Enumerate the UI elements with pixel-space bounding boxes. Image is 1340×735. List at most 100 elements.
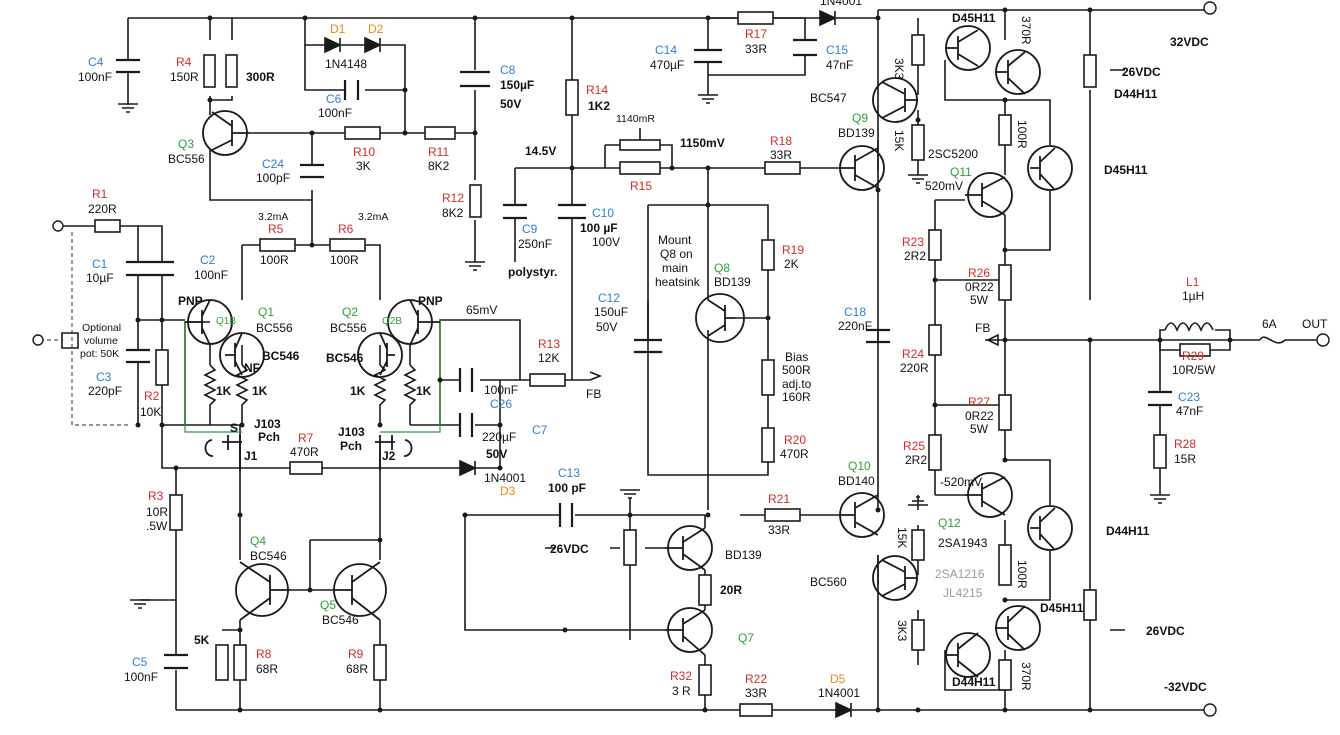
label-Q11v: 520mV <box>925 179 963 193</box>
resistor-R370b <box>998 659 1012 691</box>
label-PNPa: PNP <box>178 294 203 308</box>
label-Q12: Q12 <box>938 516 961 530</box>
label-R2v: 10K <box>140 405 161 419</box>
resistor-bias <box>761 359 775 396</box>
label-Q1B: Q1B <box>216 316 236 327</box>
label-Pcha: Pch <box>258 430 280 444</box>
label-R15Ktop: 15K <box>892 130 906 151</box>
label-C5v: 100nF <box>124 670 158 684</box>
label-C13v: 100 pF <box>548 481 586 495</box>
label-R23: R23 <box>902 235 924 249</box>
resistor-R32 <box>698 664 712 696</box>
label-vm520: -520mV <box>940 475 982 489</box>
label-R26: R26 <box>968 266 990 280</box>
label-Q1v: BC556 <box>256 321 293 335</box>
terminals <box>32 1 1330 717</box>
label-R13: R13 <box>538 337 560 351</box>
label-C24v: 100pF <box>256 171 290 185</box>
label-R3v1: 10R <box>146 505 168 519</box>
label-R8: R8 <box>256 647 272 661</box>
label-mount4: heatsink <box>655 275 701 289</box>
label-R29v: 10R/5W <box>1172 363 1216 377</box>
label-R27v2: 5W <box>970 422 989 436</box>
resistor-R24 <box>928 324 942 356</box>
label-R19: R19 <box>782 243 804 257</box>
label-C2: C2 <box>200 253 216 267</box>
label-R13v: 12K <box>538 351 559 365</box>
resistor-R8 <box>233 644 247 681</box>
label-optional3: pot: 50K <box>80 348 119 360</box>
resistor-R370a <box>1083 54 1097 88</box>
label-v26a: 26VDC <box>1122 65 1161 79</box>
label-C6v: 100nF <box>318 106 352 120</box>
resistor-R28 <box>1153 434 1167 469</box>
label-R17v: 33R <box>745 42 767 56</box>
label-R24v: 220R <box>900 361 929 375</box>
resistor-R1 <box>94 219 121 233</box>
label-i32a: 3.2mA <box>258 211 288 223</box>
label-C14v: 470µF <box>650 58 684 72</box>
diodes <box>324 9 853 719</box>
label-R1v: 220R <box>88 202 117 216</box>
label-R9: R9 <box>348 647 364 661</box>
label-C12: C12 <box>598 291 620 305</box>
label-v65: 65mV <box>466 303 497 317</box>
label-mount1: Mount <box>658 233 692 247</box>
label-Q3v: BC556 <box>168 152 205 166</box>
label-NF: NF <box>244 361 260 375</box>
label-D1: D1 <box>330 22 346 36</box>
label-vm32: -32VDC <box>1164 680 1207 694</box>
capacitors <box>116 38 1172 670</box>
label-R28: R28 <box>1174 437 1196 451</box>
label-Q2: Q2 <box>342 305 358 319</box>
label-optional2: volume <box>84 335 118 347</box>
label-v26c: 26VDC <box>1146 624 1185 638</box>
label-R27v1: 0R22 <box>965 409 994 423</box>
label-R26v2: 5W <box>970 293 989 307</box>
label-R4b: 300R <box>246 70 275 84</box>
label-C9: C9 <box>522 222 538 236</box>
label-J2: J2 <box>382 449 396 463</box>
label-topD: 1N4001 <box>820 0 862 8</box>
resistor-R15 <box>619 161 661 175</box>
label-C18v: 220nF <box>838 319 872 333</box>
resistor-R22 <box>739 703 773 717</box>
label-C10v1: 100 µF <box>580 221 618 235</box>
label-R100b: 100R <box>1015 560 1029 589</box>
label-L1: L1 <box>1186 275 1200 289</box>
transistor-Q10 <box>839 492 885 538</box>
label-R14: R14 <box>586 83 608 97</box>
label-Q8v: BD139 <box>714 275 751 289</box>
label-D3v: 1N4001 <box>484 471 526 485</box>
label-k1d: 1K <box>416 384 432 398</box>
label-J1: J1 <box>244 449 258 463</box>
label-BC546b: BC546 <box>326 351 364 365</box>
label-FBa: FB <box>975 321 990 335</box>
label-S: S <box>230 421 238 435</box>
label-fuse: 6A <box>1262 317 1277 331</box>
label-C26: C26 <box>490 397 512 411</box>
resistor-R20 <box>761 427 775 463</box>
label-R32: R32 <box>670 669 692 683</box>
label-R7: R7 <box>298 431 314 445</box>
resistor-R9 <box>373 644 387 681</box>
label-Q3: Q3 <box>178 137 194 151</box>
label-k1c: 1K <box>350 384 366 398</box>
label-bias1: Bias <box>785 350 808 364</box>
resistor-3K3b <box>911 619 925 651</box>
label-R27: R27 <box>968 395 990 409</box>
label-PNPb: PNP <box>418 294 443 308</box>
resistor-3K3top <box>911 34 925 66</box>
resistor-R4 <box>203 54 216 88</box>
label-R4: R4 <box>176 55 192 69</box>
label-C18: C18 <box>844 305 866 319</box>
label-Q12v: 2SA1943 <box>938 536 988 550</box>
label-R18: R18 <box>770 134 792 148</box>
resistor-R26 <box>998 264 1012 301</box>
label-R100a: 100R <box>1015 120 1029 149</box>
resistor-R10 <box>344 126 381 140</box>
wiring <box>40 9 1320 711</box>
label-C6: C6 <box>326 92 342 106</box>
label-C15v: 47nF <box>826 58 853 72</box>
resistor-R2 <box>155 349 169 386</box>
